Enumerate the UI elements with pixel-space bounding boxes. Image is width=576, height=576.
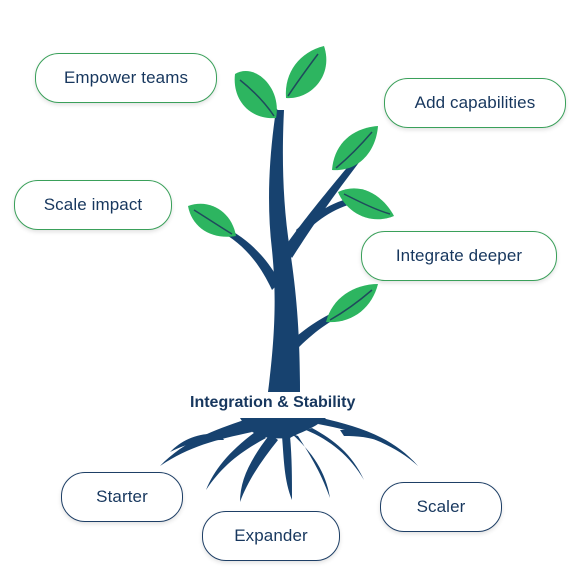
label-expander-text: Expander: [234, 526, 308, 545]
core-label: Integration & Stability: [190, 394, 356, 411]
label-scaler: Scaler: [380, 482, 502, 532]
leaf-right-lower: [326, 284, 378, 323]
branch-left: [212, 222, 280, 290]
label-scaler-text: Scaler: [416, 497, 466, 516]
leaf-left: [188, 203, 236, 237]
leaf-top-right: [285, 46, 327, 99]
leaf-right-upper: [332, 126, 378, 171]
tree-trunk: [268, 110, 300, 392]
label-starter: Starter: [61, 472, 183, 522]
label-integrate-deeper-text: Integrate deeper: [395, 246, 523, 265]
label-add-capabilities: Add capabilities: [384, 78, 566, 128]
label-add-capabilities-text: Add capabilities: [414, 93, 536, 112]
label-integrate-deeper: Integrate deeper: [361, 231, 557, 281]
leaf-top-left: [234, 71, 277, 119]
label-expander: Expander: [202, 511, 340, 561]
label-scale-impact-text: Scale impact: [43, 195, 143, 214]
label-starter-text: Starter: [96, 487, 148, 506]
leaf-right-mid: [338, 188, 394, 220]
label-scale-impact: Scale impact: [14, 180, 172, 230]
tree-roots: [160, 418, 418, 502]
label-empower-teams-text: Empower teams: [63, 68, 189, 87]
label-empower-teams: Empower teams: [35, 53, 217, 103]
